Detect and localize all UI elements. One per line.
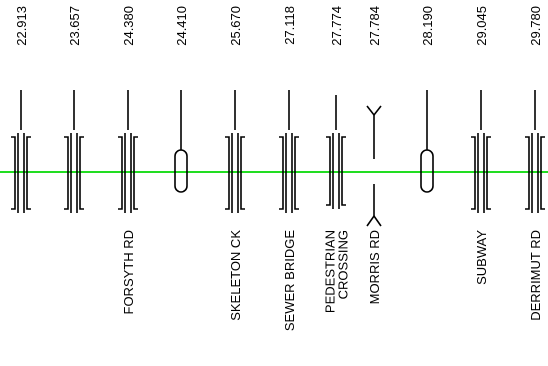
chainage-label: 24.410 xyxy=(174,6,189,46)
structure-name-label: FORSYTH RD xyxy=(121,230,136,315)
bridge-right-bracket xyxy=(294,136,299,210)
structure-bridge xyxy=(118,90,138,213)
crossing-top-fork xyxy=(366,105,382,117)
chainage-label: 27.774 xyxy=(329,6,344,46)
structure-name-label: DERRIMUT RD xyxy=(528,230,543,321)
chainage-label: 27.784 xyxy=(367,6,382,46)
bridge-right-bracket xyxy=(486,136,491,210)
structure-name-label: MORRIS RD xyxy=(367,230,382,304)
bridge-left-bracket xyxy=(225,136,230,210)
structure-name-label: SUBWAY xyxy=(474,230,489,285)
structure-level-crossing xyxy=(366,105,382,227)
structure-bridge xyxy=(11,90,31,213)
chainage-label: 29.045 xyxy=(474,6,489,46)
structure-bridge xyxy=(525,90,545,213)
bridge-right-bracket xyxy=(133,136,138,210)
chainage-label: 22.913 xyxy=(14,6,29,46)
structure-name-label: SEWER BRIDGE xyxy=(282,230,297,331)
structure-name-label: SKELETON CK xyxy=(228,230,243,321)
bridge-right-bracket xyxy=(240,136,245,210)
chainage-label: 23.657 xyxy=(67,6,82,46)
structure-name-label: PEDESTRIAN xyxy=(323,230,338,313)
crossing-bottom-fork xyxy=(366,214,382,227)
bridge-left-bracket xyxy=(64,136,69,210)
structure-bridge xyxy=(225,90,245,213)
structure-bridge-short xyxy=(326,95,346,209)
structure-culvert xyxy=(174,90,188,193)
chainage-label: 28.190 xyxy=(420,6,435,46)
bridge-left-bracket xyxy=(471,136,476,210)
bridge-left-bracket xyxy=(326,136,331,206)
structure-name-label: CROSSING xyxy=(336,230,351,299)
structure-bridge xyxy=(64,90,84,213)
culvert-pipe xyxy=(420,149,434,193)
bridge-left-bracket xyxy=(11,136,16,210)
bridge-right-bracket xyxy=(26,136,31,210)
structure-bridge xyxy=(471,90,491,213)
bridge-right-bracket xyxy=(540,136,545,210)
bridge-left-bracket xyxy=(525,136,530,210)
chainage-label: 25.670 xyxy=(228,6,243,46)
chainage-label: 27.118 xyxy=(282,6,297,45)
chainage-label: 24.380 xyxy=(121,6,136,46)
bridge-right-bracket xyxy=(341,136,346,206)
structure-culvert xyxy=(420,90,434,193)
chainage-label: 29.780 xyxy=(528,6,543,46)
bridge-left-bracket xyxy=(279,136,284,210)
culvert-pipe xyxy=(174,149,188,193)
bridge-left-bracket xyxy=(118,136,123,210)
bridge-right-bracket xyxy=(79,136,84,210)
structure-bridge xyxy=(279,90,299,213)
